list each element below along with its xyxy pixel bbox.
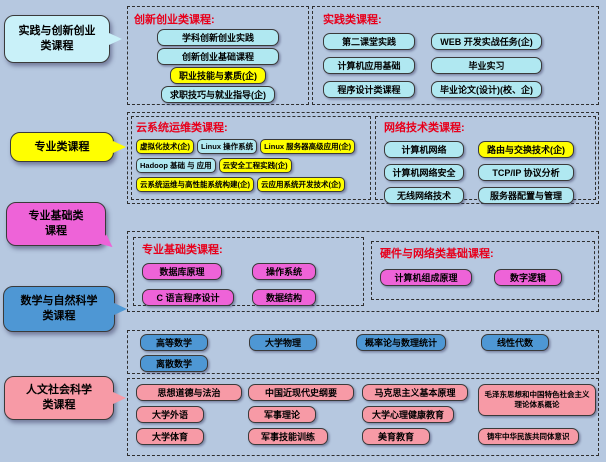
course-box: 求职技巧与就业指导(企) [161,86,275,103]
callout-label: 数学与自然科学类课程 [20,295,98,322]
callout-tail-icon [109,33,122,45]
course-box: 概率论与数理统计 [356,334,447,351]
course-box: 思想道德与法治 [136,384,242,401]
section-math-science-courses: 高等数学 大学物理 概率论与数理统计 线性代数 离散数学 [127,330,599,374]
course-box: 云系统运维与高性能系统构建(企) [136,177,254,192]
section-network-courses: 网络技术类课程: 计算机网络 路由与交换技术(企) 计算机网络安全 TCP/IP… [375,116,596,204]
course-box: 虚拟化技术(企) [136,139,194,154]
course-box: TCP/IP 协议分析 [478,164,574,181]
course-box: 云安全工程实践(企) [218,158,292,173]
course-box: 军事理论 [248,406,316,423]
course-box: 线性代数 [481,334,549,351]
course-row: 计算机组成原理 数字逻辑 [380,269,586,286]
course-box: 学科创新创业实践 [157,29,279,46]
section-practical-courses: 实践类课程: 第二课堂实践 WEB 开发实战任务(企) 计算机应用基础 毕业实习… [312,6,599,105]
course-box: 大学心理健康教育 [362,406,454,423]
course-box: 第二课堂实践 [323,33,415,50]
course-row: 云系统运维与高性能系统构建(企) 云应用系统开发技术(企) [136,177,366,192]
course-column: 学科创新创业实践 创新创业基础课程 职业技能与素质(企) 求职技巧与就业指导(企… [134,29,302,103]
callout-tail-icon [98,234,117,252]
course-box: 计算机组成原理 [380,269,472,286]
course-box: 无线网络技术 [384,187,464,204]
course-box: 大学体育 [136,428,204,445]
callout-professional-category: 专业类课程 [10,132,126,162]
course-box: 毛泽东思想和中国特色社会主义理论体系概论 [478,384,596,416]
course-grid: 数据库原理 操作系统 C 语言程序设计 数据结构 [142,263,355,306]
course-box: 操作系统 [252,263,316,280]
callout-label: 人文社会科学类课程 [26,384,92,411]
course-box: 大学物理 [249,334,317,351]
course-box: 云应用系统开发技术(企) [257,177,345,192]
course-box: 数字逻辑 [494,269,562,286]
course-box: Linux 操作系统 [197,139,258,154]
course-box: 路由与交换技术(企) [478,141,574,158]
group-title: 实践类课程: [323,14,382,26]
course-box: 计算机网络安全 [384,164,464,181]
course-box: 美育教育 [362,428,430,445]
section-humanities-courses: 思想道德与法治 中国近现代史纲要 马克思主义基本原理 毛泽东思想和中国特色社会主… [127,378,599,456]
course-box: 数据库原理 [142,263,222,280]
callout-math-science-category: 数学与自然科学类课程 [3,286,127,332]
course-box: 高等数学 [140,334,208,351]
course-box: WEB 开发实战任务(企) [431,33,542,50]
section-professional-courses: 云系统运维类课程: 虚拟化技术(企) Linux 操作系统 Linux 服务器高… [127,112,599,204]
course-box: 离散数学 [140,355,208,372]
course-box: 马克思主义基本原理 [362,384,468,401]
course-row: Hadoop 基础 与 应用 云安全工程实践(企) [136,158,366,173]
course-box: C 语言程序设计 [142,289,234,306]
callout-foundation-category: 专业基础类课程 [6,202,117,252]
course-box: Linux 服务器高级应用(企) [260,139,356,154]
course-box: 创新创业基础课程 [157,48,279,65]
callout-label: 实践与创新创业类课程 [18,25,96,52]
course-box: 铸牢中华民族共同体意识 [478,428,579,445]
course-box: 中国近现代史纲要 [248,384,354,401]
course-box: 毕业论文(设计)(校、企) [431,81,542,98]
callout-tail-icon [113,392,126,404]
course-box: 毕业实习 [431,57,542,74]
course-grid: 高等数学 大学物理 概率论与数理统计 线性代数 离散数学 [140,334,586,372]
group-title: 硬件与网络类基础课程: [380,248,494,260]
course-box: 军事技能训练 [248,428,328,445]
course-box: 计算机应用基础 [323,57,415,74]
callout-tail-icon [113,141,126,153]
course-box: 数据结构 [252,289,316,306]
group-title: 专业基础类课程: [142,244,223,256]
section-foundation-courses: 专业基础类课程: 数据库原理 操作系统 C 语言程序设计 数据结构 硬件与网络类… [127,231,599,312]
group-title: 创新创业类课程: [134,14,215,26]
course-row: 虚拟化技术(企) Linux 操作系统 Linux 服务器高级应用(企) [136,139,366,154]
section-hardware-network-basic-courses: 硬件与网络类基础课程: 计算机组成原理 数字逻辑 [371,241,595,300]
group-title: 网络技术类课程: [384,122,465,134]
callout-label: 专业类课程 [34,140,90,153]
callout-label: 专业基础类课程 [28,210,84,237]
group-title: 云系统运维类课程: [136,122,228,134]
course-box: 服务器配置与管理 [478,187,574,204]
course-grid: 计算机网络 路由与交换技术(企) 计算机网络安全 TCP/IP 协议分析 无线网… [384,141,587,204]
course-box: 职业技能与素质(企) [170,67,266,84]
course-box: Hadoop 基础 与 应用 [136,158,216,173]
course-box: 大学外语 [136,406,204,423]
section-cloud-ops-courses: 云系统运维类课程: 虚拟化技术(企) Linux 操作系统 Linux 服务器高… [131,116,371,200]
course-grid: 第二课堂实践 WEB 开发实战任务(企) 计算机应用基础 毕业实习 程序设计类课… [323,33,588,98]
callout-humanities-category: 人文社会科学类课程 [4,376,126,420]
course-grid: 思想道德与法治 中国近现代史纲要 马克思主义基本原理 毛泽东思想和中国特色社会主… [136,384,596,445]
callout-tail-icon [114,303,127,315]
callout-practice-innovation-category: 实践与创新创业类课程 [4,15,122,63]
section-innovation-courses: 创新创业类课程: 学科创新创业实践 创新创业基础课程 职业技能与素质(企) 求职… [127,6,309,105]
course-box: 程序设计类课程 [323,81,415,98]
course-box: 计算机网络 [384,141,464,158]
section-professional-basic-courses: 专业基础类课程: 数据库原理 操作系统 C 语言程序设计 数据结构 [133,237,364,306]
